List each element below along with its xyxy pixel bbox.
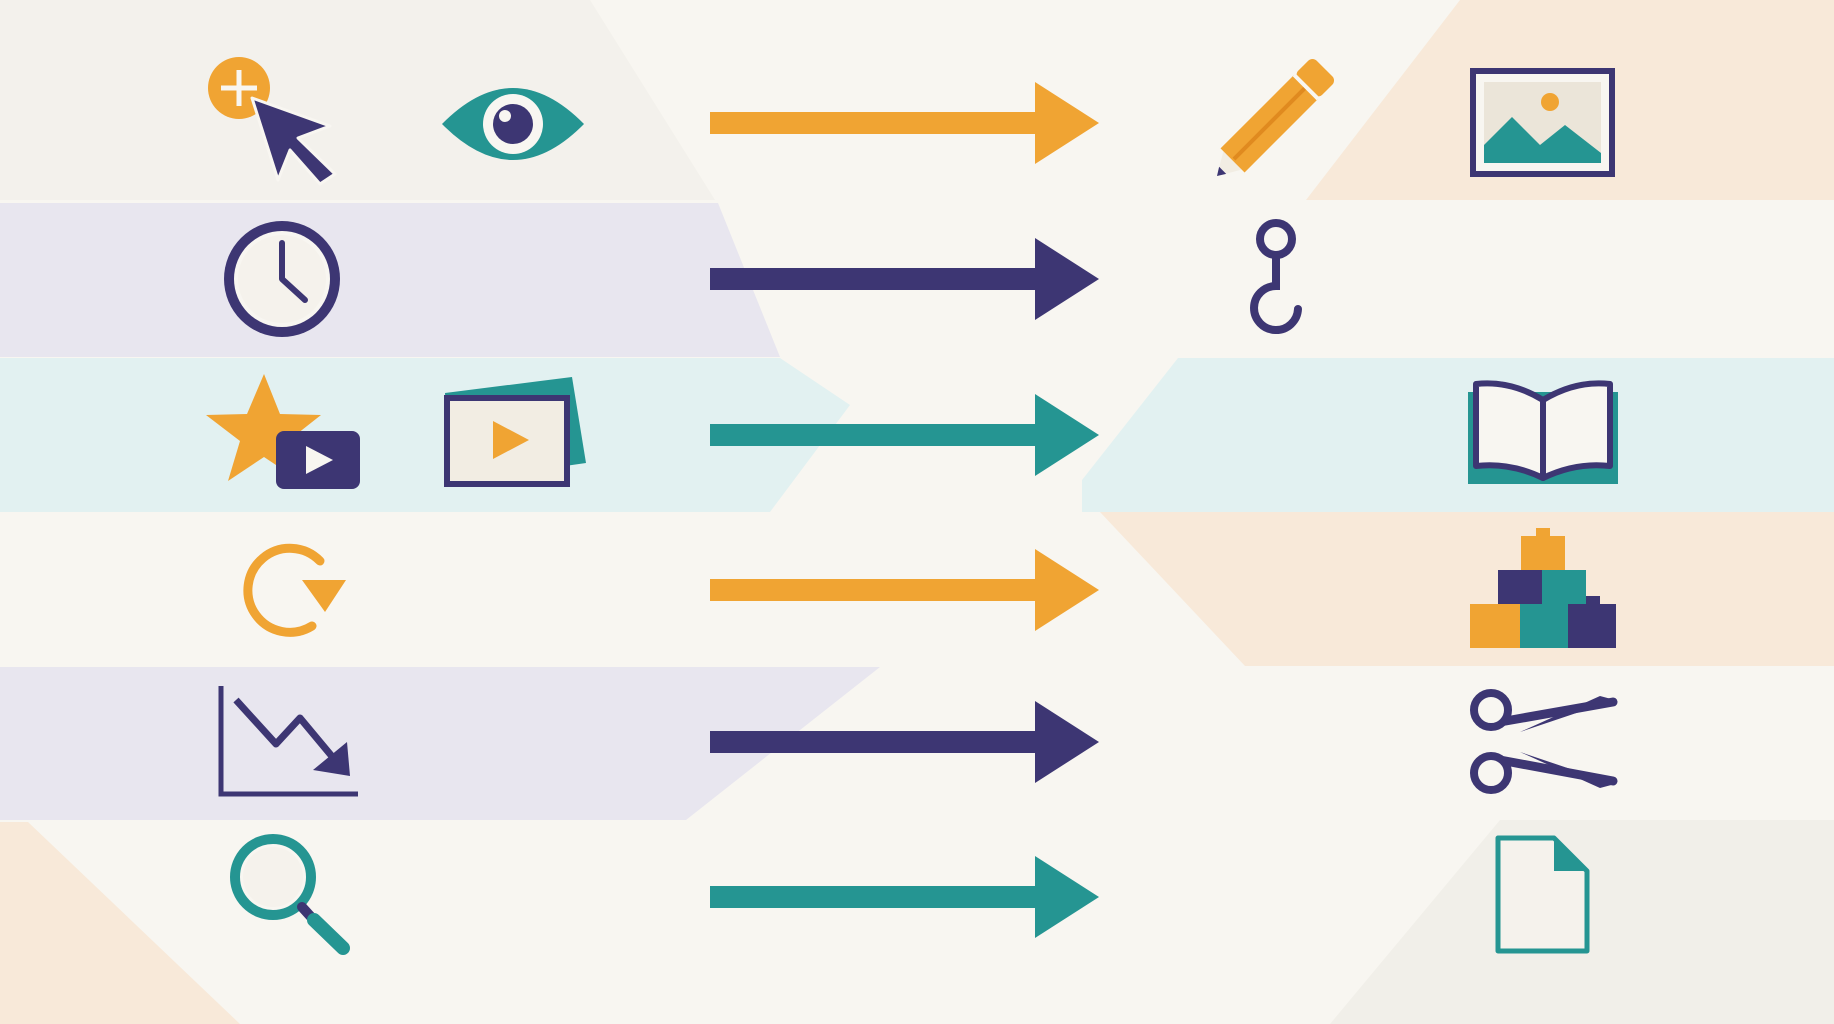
video-frame-icon bbox=[444, 377, 586, 487]
arrow-head bbox=[1035, 856, 1099, 938]
declining-chart-icon bbox=[218, 686, 358, 797]
arrow-row-1 bbox=[710, 82, 1099, 164]
hook-icon bbox=[1250, 219, 1302, 334]
arrow-shaft bbox=[710, 886, 1040, 908]
arrow-row-6 bbox=[710, 856, 1099, 938]
arrow-head bbox=[1035, 394, 1099, 476]
clock-icon bbox=[224, 221, 340, 337]
arrow-row-5 bbox=[710, 701, 1099, 783]
arrow-head bbox=[1035, 82, 1099, 164]
arrow-shaft bbox=[710, 424, 1040, 446]
stacked-blocks-icon bbox=[1470, 528, 1616, 648]
scissors-icon bbox=[1470, 689, 1618, 794]
band-aqua-right-row3 bbox=[1082, 358, 1834, 512]
arrow-shaft bbox=[710, 112, 1040, 134]
band-aqua-row3 bbox=[0, 358, 850, 512]
open-book-icon bbox=[1468, 380, 1618, 484]
arrow-row-3 bbox=[710, 394, 1099, 476]
magnifier-icon bbox=[230, 834, 350, 955]
arrow-row-4 bbox=[710, 549, 1099, 631]
image-icon bbox=[1470, 68, 1615, 177]
add-pointer-icon bbox=[208, 57, 337, 186]
band-lavender-row2 bbox=[0, 203, 780, 357]
arrow-head bbox=[1035, 701, 1099, 783]
arrow-head bbox=[1035, 238, 1099, 320]
band-peach-right-row4 bbox=[1100, 512, 1834, 666]
arrow-shaft bbox=[710, 579, 1040, 601]
eye-icon bbox=[442, 88, 584, 160]
arrow-row-2 bbox=[710, 238, 1099, 320]
blank-document-icon bbox=[1495, 835, 1590, 954]
arrow-shaft bbox=[710, 731, 1040, 753]
arrow-head bbox=[1035, 549, 1099, 631]
band-peach-bottom-left bbox=[0, 822, 240, 1024]
arrows bbox=[710, 82, 1099, 938]
arrow-shaft bbox=[710, 268, 1040, 290]
pencil-icon bbox=[1217, 58, 1335, 176]
refresh-icon bbox=[243, 543, 346, 637]
star-video-icon bbox=[206, 374, 360, 489]
top-left-tint bbox=[0, 0, 715, 200]
